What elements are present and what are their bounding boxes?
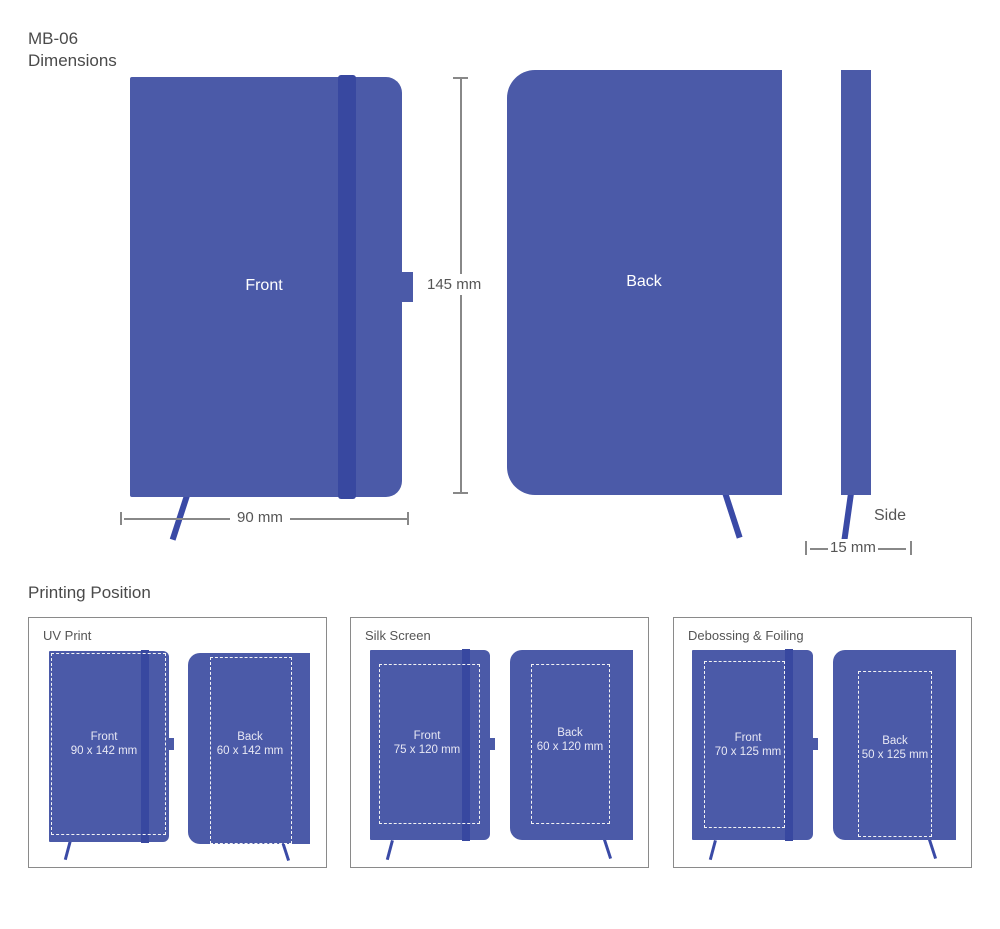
front-cover <box>49 651 169 842</box>
elastic-band <box>785 649 793 841</box>
print-area-front <box>379 664 480 824</box>
print-area-back <box>210 657 292 844</box>
print-area-front <box>704 661 785 828</box>
ribbon-bookmark <box>722 491 743 539</box>
method-title: UV Print <box>43 628 92 643</box>
print-area-back <box>858 671 932 837</box>
back-cover <box>188 653 310 844</box>
ribbon-bookmark <box>385 840 394 861</box>
method-title: Debossing & Foiling <box>688 628 804 643</box>
front-cover <box>370 650 490 840</box>
product-code: MB-06 <box>28 29 79 48</box>
elastic-band <box>462 649 470 841</box>
width-label: 90 mm <box>230 509 290 526</box>
printing-heading: Printing Position <box>28 583 151 602</box>
thickness-label: 15 mm <box>828 539 878 556</box>
pen-loop <box>401 272 413 302</box>
ribbon-bookmark <box>281 841 291 862</box>
print-area-front <box>51 653 166 835</box>
dim-tick <box>910 541 912 555</box>
pen-loop <box>489 738 495 750</box>
back-label: Back <box>626 273 662 290</box>
pen-loop <box>812 738 818 750</box>
pen-loop <box>168 738 174 750</box>
method-title: Silk Screen <box>365 628 431 643</box>
back-cover <box>833 650 956 840</box>
back-cover <box>510 650 633 840</box>
ribbon-bookmark <box>841 493 854 541</box>
ribbon-bookmark <box>708 840 717 861</box>
ribbon-bookmark <box>603 839 613 860</box>
back-cover <box>507 70 782 495</box>
front-label: Front <box>245 277 283 294</box>
dim-tick <box>407 512 409 525</box>
elastic-band <box>141 650 149 843</box>
dim-tick <box>805 541 807 555</box>
side-label: Side <box>874 507 907 524</box>
front-cover <box>130 77 402 497</box>
dim-tick <box>453 492 468 494</box>
height-label: 145 mm <box>426 274 483 295</box>
dim-tick <box>120 512 122 525</box>
dimensions-heading: Dimensions <box>28 51 117 70</box>
ribbon-bookmark <box>928 839 938 860</box>
print-area-back <box>531 664 610 824</box>
elastic-band <box>338 75 356 499</box>
ribbon-bookmark <box>63 840 72 861</box>
dim-tick <box>453 77 468 79</box>
spine <box>841 70 871 495</box>
